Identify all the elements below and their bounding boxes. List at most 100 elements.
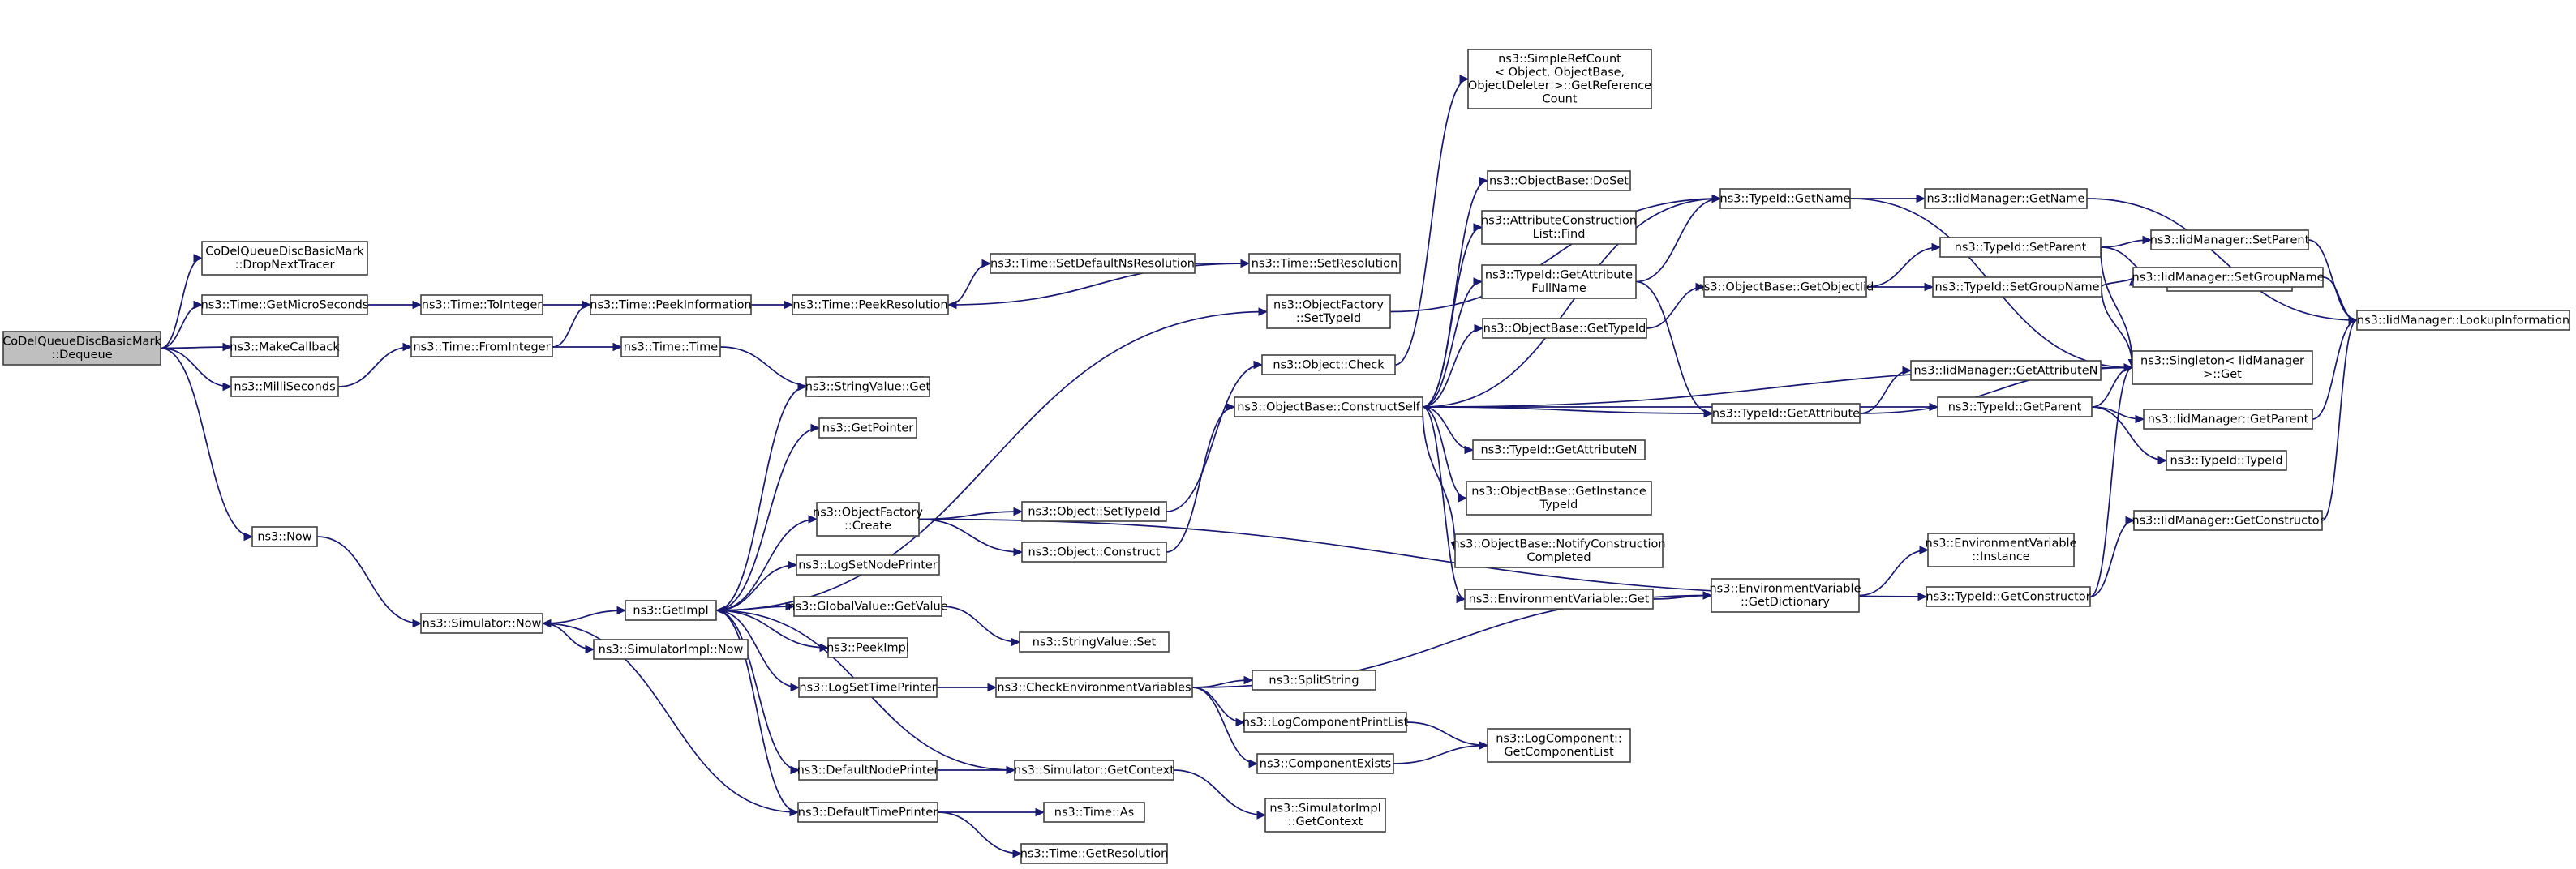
edge-arrowhead — [1458, 494, 1468, 503]
node-ns3-milliseconds[interactable]: ns3::MilliSeconds — [230, 376, 339, 397]
node-ns3-globalvalue-getvalue[interactable]: ns3::GlobalValue::GetValue — [788, 596, 948, 617]
node-ns3-simulatorimpl-now[interactable]: ns3::SimulatorImpl::Now — [593, 639, 749, 660]
node-ns3-time-getmicroseconds[interactable]: ns3::Time::GetMicroSeconds — [201, 294, 369, 315]
node-codelqueuediscbasicmark-dropnexttracer[interactable]: CoDelQueueDiscBasicMark::DropNextTracer — [201, 241, 368, 276]
node-ns3-logsetnodeprinter[interactable]: ns3::LogSetNodePrinter — [796, 554, 940, 576]
node-box — [1234, 396, 1423, 417]
node-ns3-logsettimeprinter[interactable]: ns3::LogSetTimePrinter — [798, 677, 938, 698]
node-ns3-typeid-setparent[interactable]: ns3::TypeId::SetParent — [1939, 237, 2102, 258]
node-ns3-makecallback[interactable]: ns3::MakeCallback — [230, 336, 340, 357]
node-ns3-defaulttimeprinter[interactable]: ns3::DefaultTimePrinter — [797, 802, 938, 823]
node-ns3-typeid-typeid[interactable]: ns3::TypeId::TypeId — [2166, 450, 2287, 471]
node-ns3-defaultnodeprinter[interactable]: ns3::DefaultNodePrinter — [797, 760, 939, 781]
node-ns3-object-settypeid[interactable]: ns3::Object::SetTypeId — [1021, 501, 1167, 522]
node-box — [1021, 501, 1167, 522]
node-ns3-stringvalue-set[interactable]: ns3::StringValue::Set — [1019, 631, 1170, 653]
node-ns3-iidmanager-setparent[interactable]: ns3::IidManager::SetParent — [2150, 229, 2310, 250]
node-ns3-iidmanager-setgroupname[interactable]: ns3::IidManager::SetGroupName — [2132, 267, 2325, 288]
node-label: ns3::Time::GetResolution — [1020, 847, 1169, 860]
node-ns3-splitstring[interactable]: ns3::SplitString — [1252, 670, 1376, 691]
node-ns3-typeid-getattributen[interactable]: ns3::TypeId::GetAttributeN — [1472, 439, 1646, 460]
node-ns3-time-setdefaultnsresolution[interactable]: ns3::Time::SetDefaultNsResolution — [990, 253, 1196, 274]
node-ns3-simulatorimpl-getcontext[interactable]: ns3::SimulatorImpl::GetContext — [1264, 798, 1386, 833]
node-ns3-iidmanager-getparent[interactable]: ns3::IidManager::GetParent — [2143, 409, 2313, 430]
node-ns3-environmentvariable-get[interactable]: ns3::EnvironmentVariable::Get — [1464, 589, 1654, 610]
node-ns3-getimpl[interactable]: ns3::GetImpl — [625, 600, 717, 621]
node-ns3-objectbase-doset[interactable]: ns3::ObjectBase::DoSet — [1487, 170, 1631, 191]
node-ns3-getpointer[interactable]: ns3::GetPointer — [818, 417, 917, 439]
node-ns3-objectbase-notifyconstruction-completed[interactable]: ns3::ObjectBase::NotifyConstructionCompl… — [1452, 533, 1666, 568]
node-label: ns3::StringValue::Set — [1033, 636, 1157, 649]
edge-arrowhead — [1703, 409, 1714, 418]
node-ns3-typeid-setgroupname[interactable]: ns3::TypeId::SetGroupName — [1932, 276, 2102, 298]
node-label: ns3::ObjectFactory — [813, 507, 923, 520]
node-ns3-iidmanager-lookupinformation[interactable]: ns3::IidManager::LookupInformation — [2356, 310, 2570, 331]
node-ns3-typeid-getattribute[interactable]: ns3::TypeId::GetAttribute — [1711, 403, 1861, 424]
node-box — [2166, 450, 2287, 471]
node-box — [2356, 310, 2570, 331]
node-ns3-iidmanager-getattributen[interactable]: ns3::IidManager::GetAttributeN — [1910, 360, 2102, 381]
node-ns3-logcomponent-getcomponentlist[interactable]: ns3::LogComponent::GetComponentList — [1487, 728, 1631, 763]
edge-n35-to-n52 — [1422, 406, 1713, 414]
node-ns3-object-construct[interactable]: ns3::Object::Construct — [1021, 542, 1167, 563]
edge-arrowhead — [1456, 594, 1466, 604]
node-ns3-typeid-getname[interactable]: ns3::TypeId::GetName — [1719, 188, 1851, 209]
edge-n34-to-n40 — [1394, 78, 1469, 366]
edge-n17-to-n26 — [918, 518, 1023, 553]
edge-arrowhead — [582, 300, 592, 310]
node-ns3-simulator-getcontext[interactable]: ns3::Simulator::GetContext — [1014, 760, 1174, 781]
node-ns3-objectbase-constructself[interactable]: ns3::ObjectBase::ConstructSelf — [1234, 396, 1423, 417]
node-ns3-time-peekinformation[interactable]: ns3::Time::PeekInformation — [590, 294, 752, 315]
node-ns3-time-frominteger[interactable]: ns3::Time::FromInteger — [410, 336, 553, 357]
node-ns3-time-tointeger[interactable]: ns3::Time::ToInteger — [420, 294, 543, 315]
node-ns3-typeid-getparent[interactable]: ns3::TypeId::GetParent — [1937, 396, 2093, 417]
node-ns3-simplerefcount-object-objectbase-objectdeleter-getreference-count[interactable]: ns3::SimpleRefCount< Object, ObjectBase,… — [1467, 49, 1652, 109]
edge-n26-to-n35 — [1166, 406, 1235, 553]
node-ns3-objectbase-getobjectiid[interactable]: ns3::ObjectBase::GetObjectIid — [1697, 276, 1874, 298]
node-ns3-objectbase-gettypeid[interactable]: ns3::ObjectBase::GetTypeId — [1482, 318, 1647, 339]
node-ns3-singleton-iidmanager-get[interactable]: ns3::Singleton< IidManager>::Get — [2132, 350, 2313, 385]
node-codelqueuediscbasicmark-dequeue[interactable]: CoDelQueueDiscBasicMark::Dequeue — [2, 331, 161, 366]
node-box — [1043, 802, 1145, 823]
node-ns3-time-as[interactable]: ns3::Time::As — [1043, 802, 1145, 823]
node-ns3-now[interactable]: ns3::Now — [251, 526, 318, 547]
edge-n28-to-n37 — [1191, 687, 1245, 723]
node-box — [1467, 49, 1652, 109]
node-label: ns3::TypeId::GetAttributeN — [1480, 443, 1637, 456]
node-box — [1487, 170, 1631, 191]
node-ns3-iidmanager-getconstructor[interactable]: ns3::IidManager::GetConstructor — [2132, 510, 2325, 531]
node-ns3-objectfactory-create[interactable]: ns3::ObjectFactory::Create — [813, 502, 923, 537]
node-ns3-time-peekresolution[interactable]: ns3::Time::PeekResolution — [792, 294, 949, 315]
edge-n11-to-n33 — [715, 310, 1268, 611]
node-ns3-environmentvariable-instance[interactable]: ns3::EnvironmentVariable::Instance — [1925, 533, 2077, 567]
node-ns3-time-time[interactable]: ns3::Time::Time — [620, 336, 721, 357]
edge-arrowhead — [1479, 741, 1489, 750]
edge-arrowhead — [1474, 323, 1484, 333]
node-box — [1252, 670, 1376, 691]
node-ns3-typeid-getconstructor[interactable]: ns3::TypeId::GetConstructor — [1926, 586, 2091, 607]
node-box — [818, 417, 917, 439]
node-ns3-peekimpl[interactable]: ns3::PeekImpl — [826, 637, 909, 658]
node-ns3-checkenvironmentvariables[interactable]: ns3::CheckEnvironmentVariables — [995, 677, 1193, 698]
node-ns3-time-getresolution[interactable]: ns3::Time::GetResolution — [1020, 843, 1169, 864]
node-ns3-iidmanager-getname[interactable]: ns3::IidManager::GetName — [1924, 188, 2088, 209]
node-label: ns3::IidManager::GetConstructor — [2132, 514, 2324, 527]
node-ns3-time-setresolution[interactable]: ns3::Time::SetResolution — [1248, 253, 1401, 274]
node-box — [2132, 267, 2324, 288]
node-box — [2133, 510, 2323, 531]
node-ns3-environmentvariable-getdictionary[interactable]: ns3::EnvironmentVariable::GetDictionary — [1709, 578, 1861, 613]
edge-arrowhead — [790, 765, 801, 775]
edge-arrowhead — [790, 683, 801, 692]
node-ns3-stringvalue-get[interactable]: ns3::StringValue::Get — [805, 376, 931, 397]
node-ns3-objectfactory-settypeid[interactable]: ns3::ObjectFactory::SetTypeId — [1266, 294, 1391, 329]
node-ns3-simulator-now[interactable]: ns3::Simulator::Now — [420, 613, 543, 634]
edge-n53-to-n66 — [2091, 406, 2167, 461]
node-ns3-componentexists[interactable]: ns3::ComponentExists — [1256, 753, 1394, 774]
node-ns3-logcomponentprintlist[interactable]: ns3::LogComponentPrintList — [1243, 712, 1409, 733]
node-ns3-object-check[interactable]: ns3::Object::Check — [1261, 354, 1396, 375]
node-label: ::Create — [844, 520, 891, 533]
node-label: ::DropNextTracer — [235, 259, 335, 272]
